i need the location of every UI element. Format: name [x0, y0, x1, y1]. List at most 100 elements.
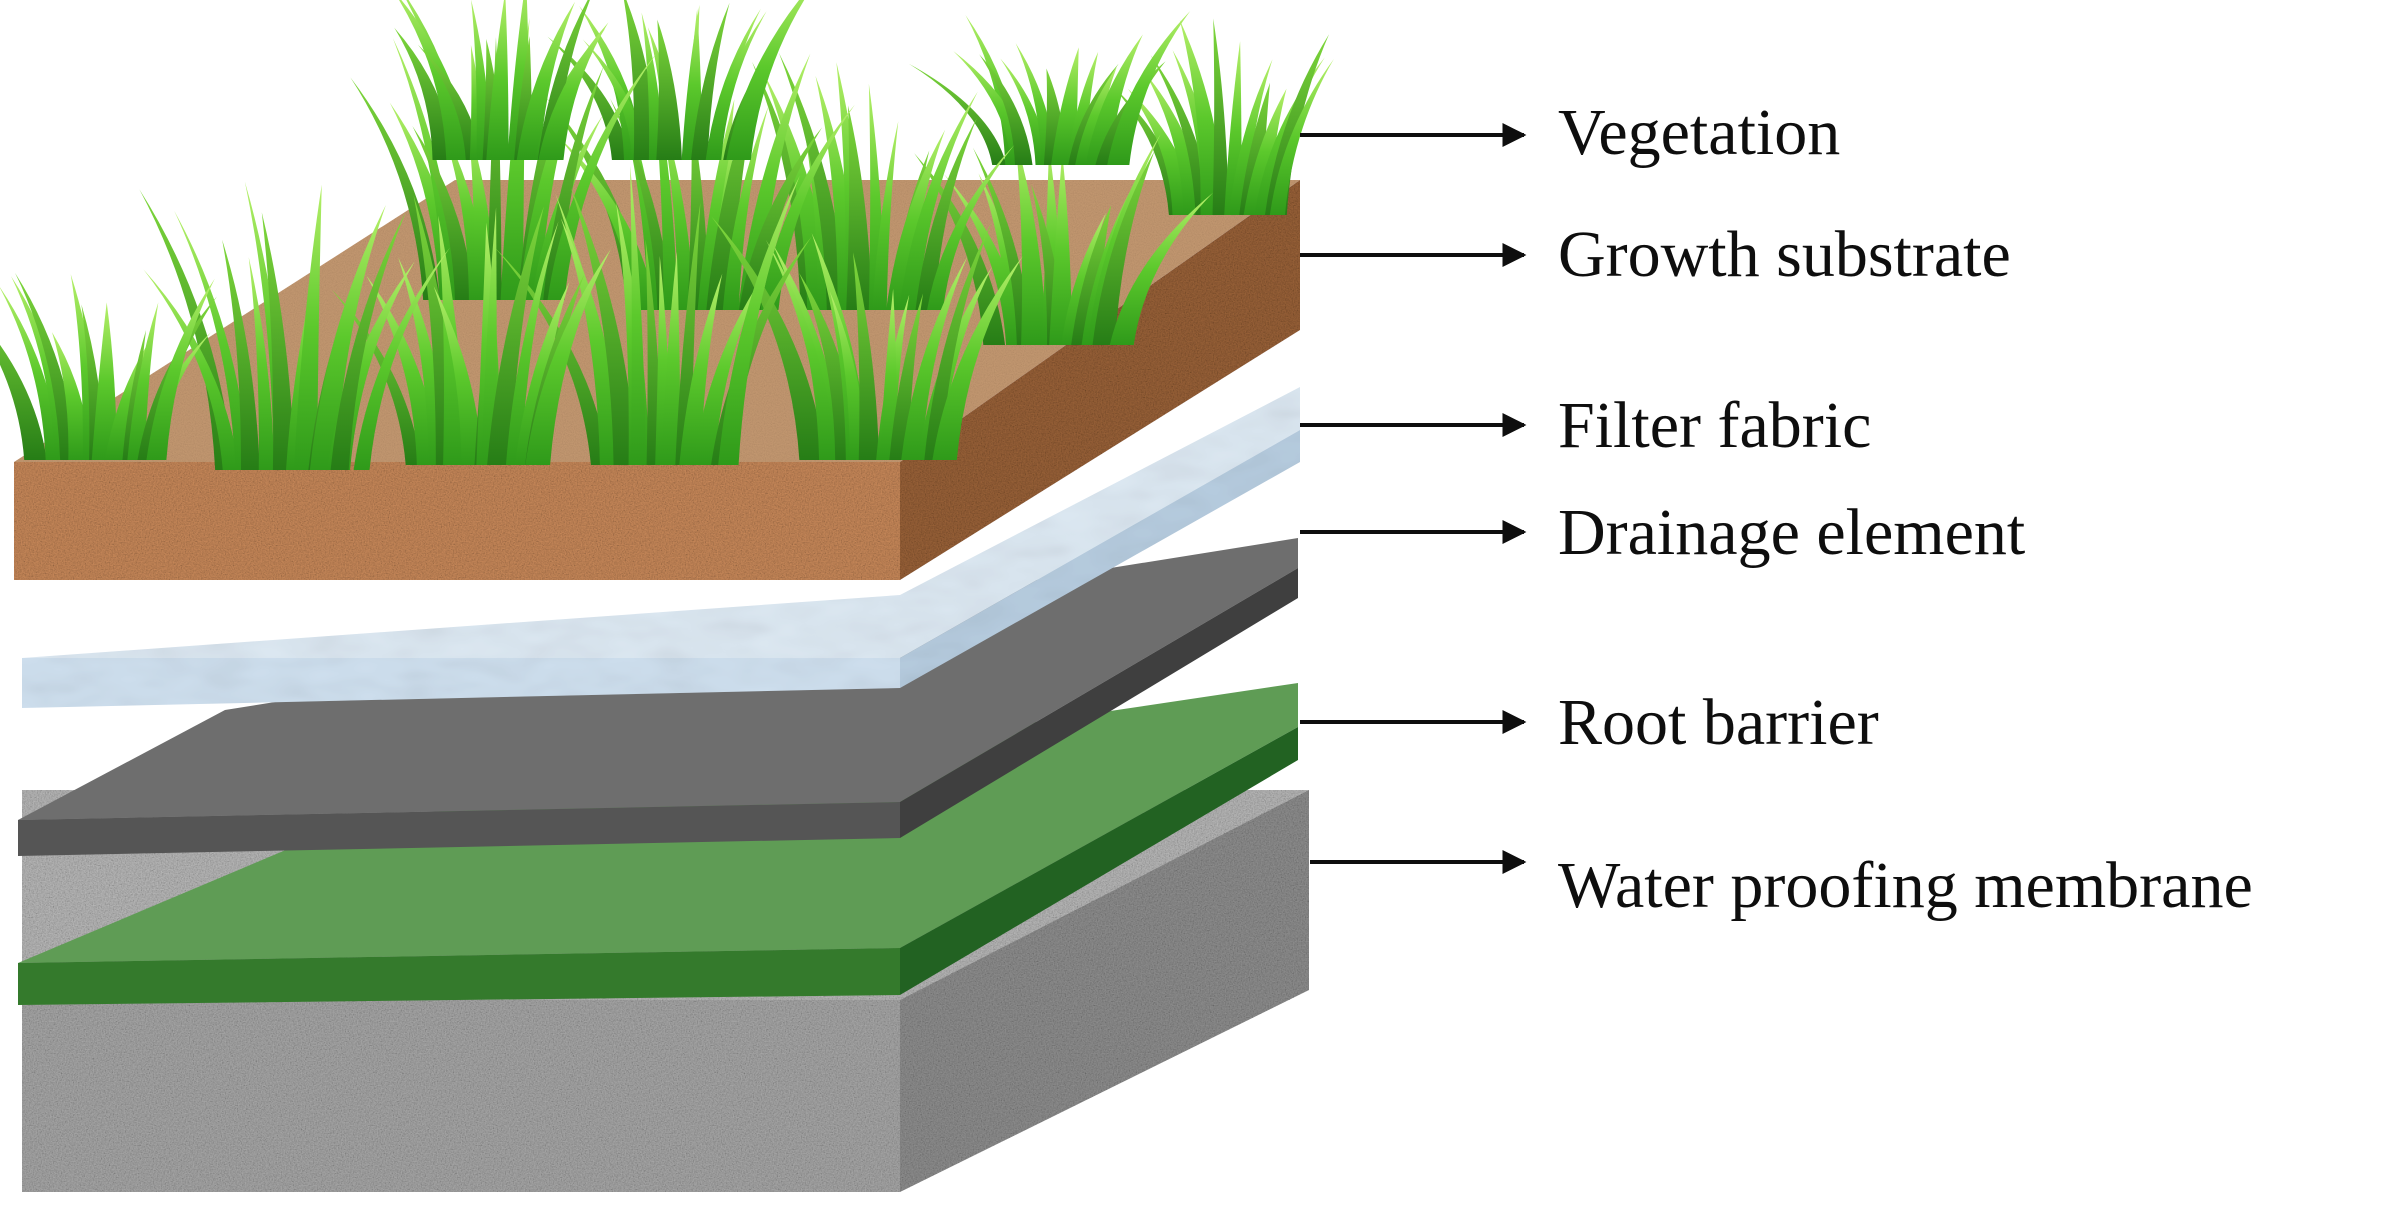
filter-fabric-layer — [22, 387, 1300, 708]
grass-blade — [122, 330, 147, 460]
grass-blade — [394, 27, 456, 161]
grass-blade — [722, 106, 769, 310]
grass-blade — [953, 51, 1032, 165]
grass-blade — [914, 153, 1006, 345]
grass-blade — [829, 291, 868, 460]
grass-blade — [538, 22, 609, 160]
grass-blade — [690, 2, 730, 161]
grass-blade — [1085, 34, 1143, 165]
grass-blade — [675, 202, 701, 465]
grass-blade — [763, 72, 833, 310]
grass-blade — [261, 212, 295, 470]
grass-blade — [1075, 67, 1117, 165]
grass-blade — [0, 344, 47, 460]
grass-blade — [693, 275, 764, 465]
grass-blade — [582, 39, 649, 160]
grass-tuft — [0, 272, 217, 460]
vegetation-layer — [0, 0, 1334, 470]
grass-blade — [331, 289, 422, 465]
label-root-barrier: Root barrier — [1558, 686, 1879, 759]
grass-blade — [979, 54, 1033, 165]
grass-blade — [601, 41, 664, 310]
grass-blade — [908, 63, 1007, 165]
grass-tuft — [752, 52, 1015, 311]
root-barrier-front — [18, 948, 900, 1005]
grass-blade — [366, 275, 441, 465]
grass-blade — [570, 187, 637, 465]
filter-fabric-side — [900, 430, 1300, 688]
grass-blade — [679, 273, 723, 465]
grass-blade — [481, 207, 497, 465]
grass-blade — [516, 1, 576, 160]
grass-blade — [222, 239, 260, 470]
grass-blade — [660, 251, 681, 465]
grass-blade — [556, 135, 656, 310]
grass-blade — [143, 269, 239, 470]
grass-blade — [350, 77, 440, 300]
grass-blade — [924, 222, 992, 460]
grass-blade — [711, 216, 826, 460]
grass-blade — [1049, 152, 1073, 345]
grass-blade — [417, 44, 482, 160]
grass-blade — [1269, 58, 1334, 216]
grass-blade — [879, 288, 898, 460]
grass-blade — [972, 147, 1033, 345]
label-vegetation: Vegetation — [1558, 96, 1841, 169]
grass-blade — [1109, 192, 1214, 345]
grass-blade — [901, 256, 968, 460]
grass-blade — [927, 145, 1015, 310]
grass-tuft — [494, 166, 812, 465]
grass-blade — [765, 239, 838, 460]
root-barrier-side — [900, 727, 1298, 995]
label-drainage-element: Drainage element — [1558, 496, 2026, 569]
grass-blade — [1000, 58, 1050, 165]
grass-blade — [1092, 150, 1155, 345]
grass-blade — [505, 221, 559, 465]
grass-blade — [944, 174, 1027, 345]
drainage-element-side — [900, 568, 1298, 838]
grass-blade — [886, 129, 946, 310]
grass-blade — [545, 96, 647, 310]
grass-blade — [932, 256, 1023, 460]
drainage-element-front — [18, 802, 900, 856]
grass-blade — [146, 278, 215, 460]
grass-blade — [707, 11, 767, 161]
grass-blade — [494, 247, 609, 465]
grass-blade — [889, 293, 924, 460]
grass-blade — [433, 286, 483, 465]
grass-blade — [560, 217, 624, 465]
filter-fabric-front — [22, 658, 900, 708]
grass-blade — [52, 332, 92, 460]
waterproofing-membrane-side — [900, 790, 1309, 1192]
grass-tuft — [711, 216, 1023, 460]
grass-blade — [1212, 18, 1229, 215]
grass-blade — [0, 287, 62, 460]
grass-blade — [139, 189, 234, 470]
grass-blade — [872, 121, 899, 310]
grass-blade — [525, 248, 612, 465]
grass-blade — [248, 257, 275, 470]
grass-blade — [738, 127, 823, 310]
grass-tuft — [394, 0, 609, 161]
grass-blade — [899, 91, 978, 310]
growth-substrate-front — [14, 462, 900, 580]
grass-blade — [399, 0, 471, 160]
grass-blade — [353, 247, 450, 470]
leader-arrows — [1300, 123, 1527, 874]
grass-blade — [293, 184, 322, 470]
grass-blade — [543, 65, 604, 300]
grass-blade — [412, 125, 475, 301]
waterproofing-membrane-front — [22, 1000, 900, 1192]
grass-blade — [1229, 59, 1273, 216]
grass-blade — [486, 0, 509, 160]
grass-tuft — [914, 134, 1214, 345]
grass-blade — [487, 206, 544, 465]
grass-blade — [1243, 88, 1287, 215]
grass-blade — [656, 19, 683, 160]
grass-blade — [630, 166, 646, 465]
growth-substrate-side — [900, 180, 1300, 580]
grass-blade — [1071, 205, 1112, 345]
grass-blade — [91, 302, 118, 460]
grass-tuft — [908, 10, 1191, 165]
grass-blade — [778, 52, 848, 311]
